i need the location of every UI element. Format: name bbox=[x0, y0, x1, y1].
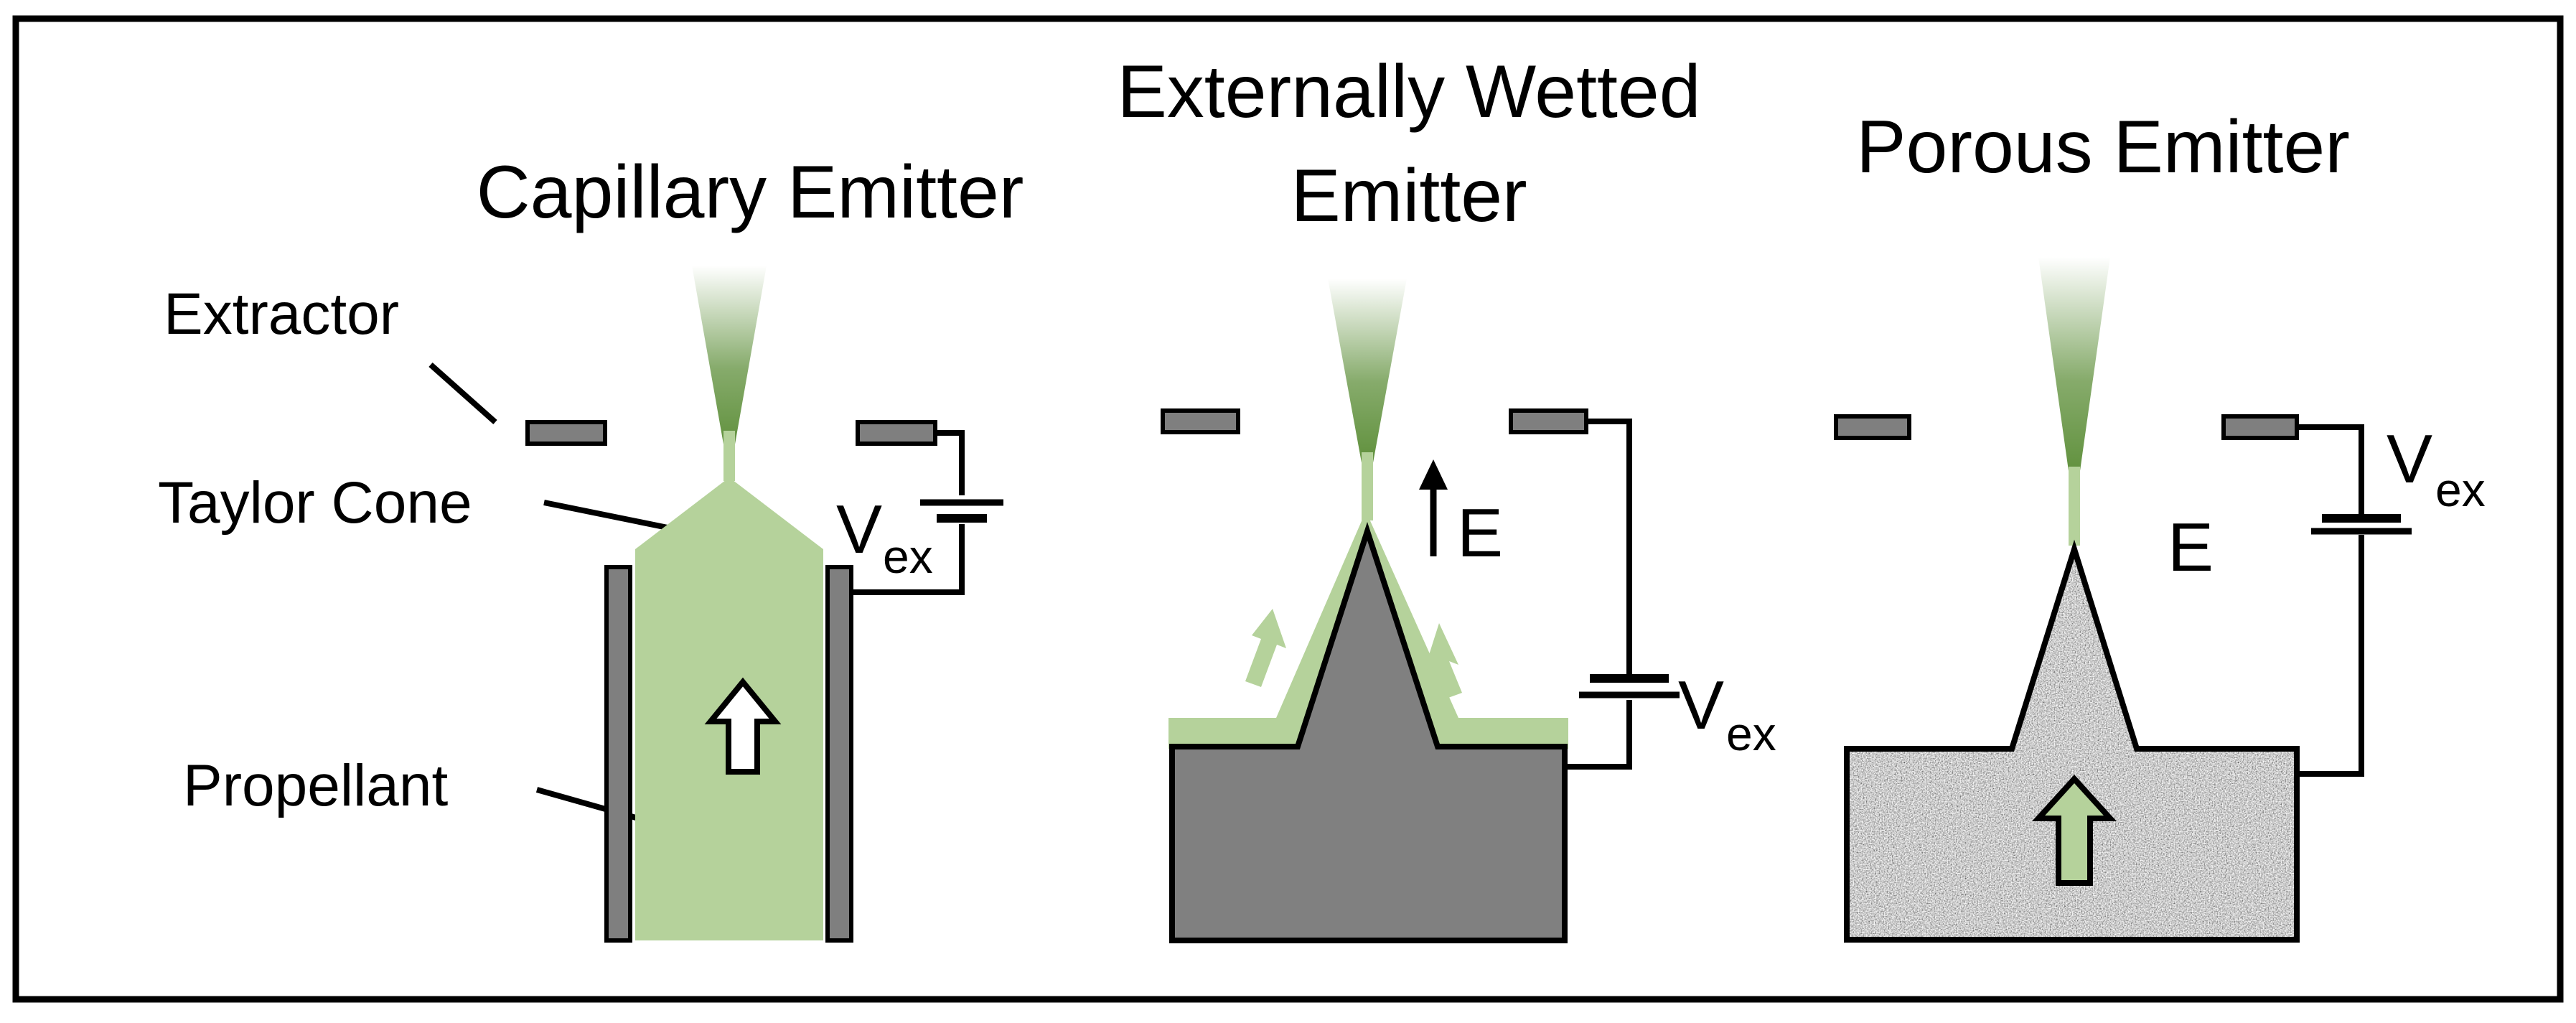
porous-circuit-wire bbox=[2297, 424, 2364, 518]
flow-arrow-icon bbox=[2031, 775, 2117, 886]
capillary-voltage-subscript: ex bbox=[883, 530, 933, 583]
porous-voltage-symbol: V bbox=[2387, 421, 2432, 498]
extractor-electrode-right bbox=[2221, 414, 2299, 440]
porous-plume bbox=[2038, 257, 2110, 481]
porous-voltage-subscript: ex bbox=[2435, 463, 2486, 516]
taylor-cone-leader-line bbox=[543, 500, 672, 531]
external-voltage-symbol: V bbox=[1678, 667, 1724, 744]
capillary-wall-right bbox=[825, 565, 853, 943]
capillary-emitter-panel: Capillary Emitter Extractor Taylor Cone … bbox=[158, 151, 1024, 943]
solid-emitter bbox=[1169, 522, 1568, 943]
capillary-jet bbox=[723, 431, 735, 481]
flow-arrow-icon bbox=[704, 677, 782, 775]
extractor-electrode-right bbox=[1509, 408, 1588, 434]
extractor-leader-line bbox=[428, 363, 497, 424]
field-arrow-head bbox=[1419, 459, 1448, 490]
flow-arrow-icon bbox=[1424, 623, 1462, 699]
porous-jet bbox=[2069, 467, 2080, 546]
external-title-line2: Emitter bbox=[1291, 154, 1527, 238]
porous-title: Porous Emitter bbox=[1856, 106, 2350, 189]
extractor-electrode-left bbox=[1834, 414, 1911, 440]
porous-circuit-wire-lower bbox=[2297, 535, 2364, 777]
external-circuit-wire bbox=[1586, 419, 1632, 675]
extractor-electrode-left bbox=[525, 420, 607, 446]
capillary-circuit-wire bbox=[935, 430, 965, 495]
extractor-electrode-left bbox=[1161, 408, 1240, 434]
capillary-title: Capillary Emitter bbox=[477, 151, 1024, 234]
external-field-symbol: E bbox=[1457, 495, 1503, 571]
external-title-line1: Externally Wetted bbox=[1117, 50, 1700, 134]
capillary-plume bbox=[692, 266, 767, 452]
capillary-circuit-wire-lower bbox=[851, 524, 965, 595]
extractor-electrode-right bbox=[856, 420, 937, 446]
external-plume bbox=[1328, 279, 1407, 467]
capillary-wall-left bbox=[604, 565, 632, 943]
porous-field-symbol: E bbox=[2168, 509, 2214, 586]
propellant-label: Propellant bbox=[183, 753, 448, 818]
flow-arrow-icon bbox=[1245, 609, 1286, 687]
external-jet bbox=[1362, 452, 1373, 520]
externally-wetted-panel: Externally Wetted Emitter E V ex bbox=[1117, 50, 1776, 943]
external-voltage-subscript: ex bbox=[1726, 707, 1776, 760]
extractor-label: Extractor bbox=[164, 281, 399, 347]
taylor-cone-label: Taylor Cone bbox=[158, 470, 472, 536]
figure-frame bbox=[12, 15, 2564, 1003]
porous-body bbox=[1844, 539, 2300, 943]
external-circuit-wire-lower bbox=[1565, 700, 1632, 770]
capillary-voltage-symbol: V bbox=[836, 491, 882, 568]
porous-emitter-panel: Porous Emitter E V ex bbox=[1834, 106, 2486, 943]
